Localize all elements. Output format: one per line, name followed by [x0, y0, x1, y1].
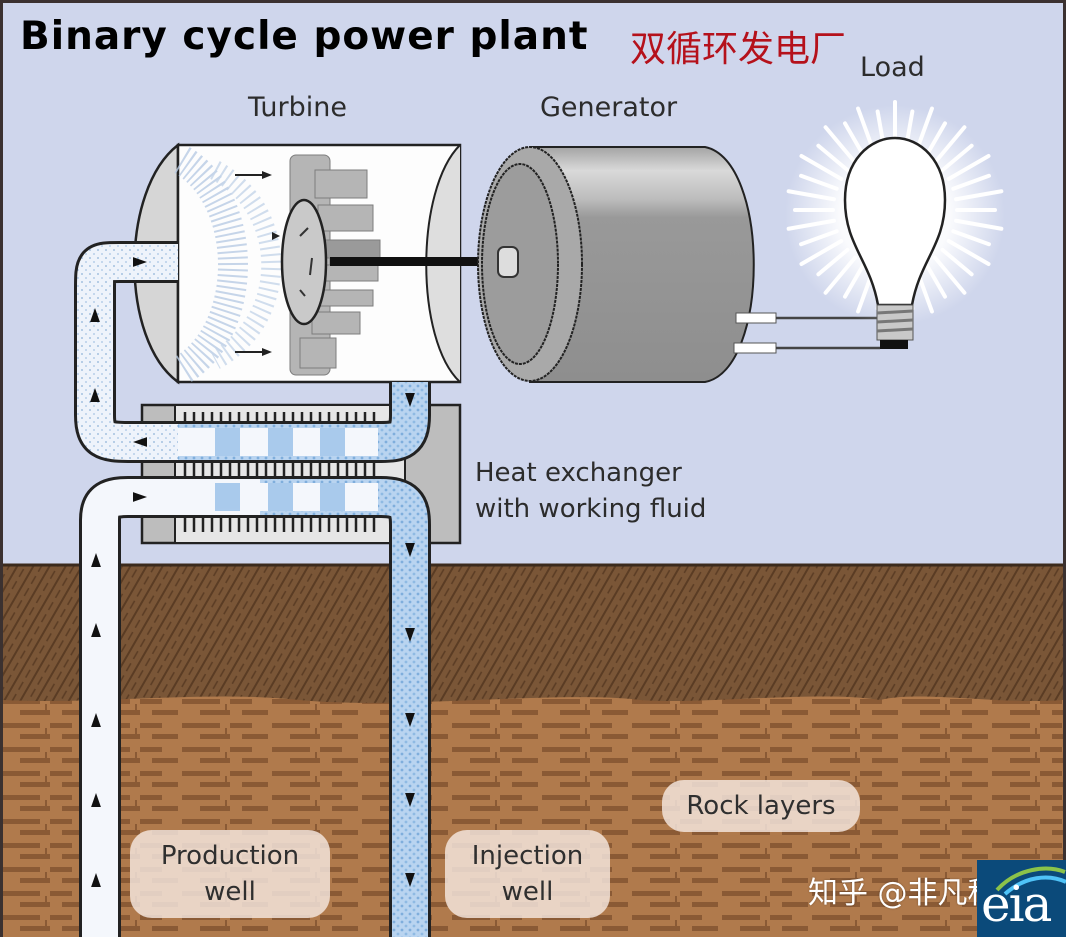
- injection-well-label-line1: Injection: [471, 841, 584, 871]
- steam-arrows: [235, 171, 280, 356]
- flow-arrow-down: [405, 628, 415, 642]
- light-ray: [946, 239, 991, 266]
- flow-arrow-down: [405, 713, 415, 727]
- light-ray: [799, 239, 844, 266]
- production-well-pipe: [79, 476, 260, 937]
- production-well-label-line1: Production: [160, 841, 300, 871]
- injection-well-label: Injection well: [445, 830, 610, 918]
- flow-arrow-up: [91, 873, 101, 887]
- light-ray: [932, 255, 967, 295]
- flow-arrow-up: [91, 623, 101, 637]
- flow-arrow-up: [91, 553, 101, 567]
- light-ray: [951, 229, 991, 247]
- light-ray: [954, 218, 1004, 231]
- generator-label: Generator: [540, 92, 678, 123]
- light-ray: [816, 247, 850, 277]
- light-ray: [951, 173, 991, 191]
- production-well-label: Production well: [130, 830, 330, 918]
- flow-arrow-down: [405, 873, 415, 887]
- eia-logo: eia: [977, 860, 1066, 937]
- exchanger-fins: [183, 412, 376, 532]
- flow-arrow-right: [133, 492, 147, 502]
- exchanger-flow: [178, 428, 378, 511]
- generator: [477, 146, 880, 383]
- flow-arrow-down: [405, 543, 415, 557]
- load-label: Load: [860, 52, 925, 83]
- flow-arrow-right: [133, 257, 147, 267]
- flow-arrow-up: [91, 713, 101, 727]
- light-ray: [843, 261, 866, 299]
- topsoil-layer: [3, 565, 1063, 703]
- light-ray: [924, 261, 947, 299]
- light-ray: [940, 143, 974, 173]
- light-ray: [823, 255, 858, 295]
- light-ray: [799, 154, 844, 181]
- light-ray: [799, 173, 839, 191]
- light-ray: [932, 125, 967, 165]
- eia-logo-text: eia: [981, 875, 1052, 933]
- light-ray: [786, 189, 836, 202]
- heat-exchanger-label: Heat exchanger with working fluid: [475, 455, 706, 527]
- working-fluid-loop: [74, 241, 178, 463]
- light-ray: [823, 125, 858, 165]
- lightbulb-icon: [785, 100, 1005, 349]
- flow-arrow-up: [91, 793, 101, 807]
- diagram-title-chinese: 双循环发电厂: [630, 29, 847, 70]
- flow-arrow-up: [90, 388, 100, 402]
- turbine-hub: [280, 198, 328, 326]
- flow-arrow-down: [405, 793, 415, 807]
- turbine-label: Turbine: [248, 92, 347, 123]
- flow-arrow-left: [133, 437, 147, 447]
- heat-exchanger-label-line2: with working fluid: [475, 494, 707, 524]
- eia-swoosh-icon: [995, 866, 1066, 896]
- production-well-label-line2: well: [204, 877, 256, 907]
- rock-layers-label: Rock layers: [662, 780, 860, 832]
- light-ray: [799, 229, 839, 247]
- injection-well-label-line2: well: [501, 877, 554, 907]
- diagram-title: Binary cycle power plant: [20, 14, 589, 59]
- flow-arrow-down: [405, 393, 415, 407]
- turbine: [133, 142, 505, 385]
- shaft: [330, 257, 505, 266]
- light-ray: [816, 143, 850, 173]
- light-ray: [924, 121, 947, 159]
- light-ray: [940, 247, 974, 277]
- light-ray: [946, 154, 991, 181]
- flow-arrow-up: [90, 308, 100, 322]
- light-ray: [954, 189, 1004, 202]
- light-ray: [786, 218, 836, 231]
- heat-exchanger-label-line1: Heat exchanger: [475, 458, 682, 488]
- flow-arrows: [90, 257, 415, 887]
- injection-well-pipe: [178, 382, 431, 937]
- light-ray: [843, 121, 866, 159]
